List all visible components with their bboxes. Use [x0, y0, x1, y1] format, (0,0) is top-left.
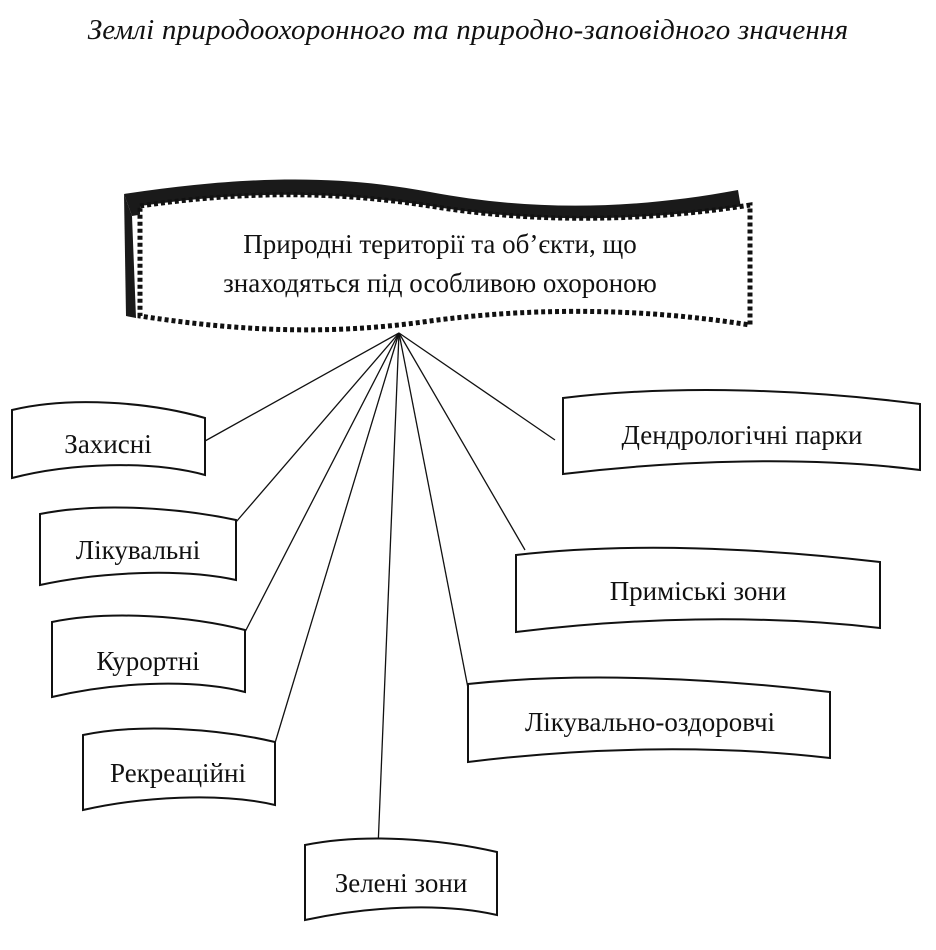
- category-label: Захисні: [64, 429, 151, 459]
- category-label: Лікувально-оздоровчі: [525, 707, 775, 737]
- category-node-zakhysni: Захисні: [11, 401, 206, 480]
- category-node-dendrolohichni-parky: Дендрологічні парки: [562, 389, 921, 476]
- page-title: Землі природоохоронного та природно-запо…: [87, 14, 849, 46]
- central-label-line2: знаходяться під особливою охороною: [223, 268, 657, 298]
- connector-line: [398, 332, 469, 689]
- connector-line: [274, 332, 400, 744]
- category-node-likuvalni: Лікувальні: [39, 506, 237, 587]
- connector-line: [235, 332, 400, 523]
- category-label: Рекреаційні: [110, 758, 246, 788]
- central-shadow-left: [124, 194, 136, 318]
- connector-line: [398, 332, 526, 551]
- category-node-kurortni: Курортні: [51, 614, 246, 699]
- central-node: Природні території та об’єкти, що знаход…: [124, 179, 753, 333]
- category-node-rekreatsiini: Рекреаційні: [82, 727, 276, 812]
- category-label: Дендрологічні парки: [622, 420, 863, 450]
- category-label: Зелені зони: [335, 868, 468, 898]
- connector-line: [244, 332, 400, 633]
- category-label: Лікувальні: [76, 535, 200, 565]
- category-node-zeleni-zony: Зелені зони: [304, 837, 498, 922]
- central-label-line1: Природні території та об’єкти, що: [243, 229, 637, 259]
- central-banner: [137, 192, 753, 333]
- connector-line: [398, 332, 556, 441]
- category-label: Курортні: [96, 646, 199, 676]
- category-label: Приміські зони: [610, 576, 787, 606]
- connector-lines: [204, 332, 556, 849]
- connector-line: [377, 332, 400, 849]
- category-node-likuvalno-ozdorovchi: Лікувально-оздоровчі: [467, 676, 831, 764]
- category-node-primiski-zony: Приміські зони: [515, 546, 881, 634]
- connector-line: [204, 332, 400, 442]
